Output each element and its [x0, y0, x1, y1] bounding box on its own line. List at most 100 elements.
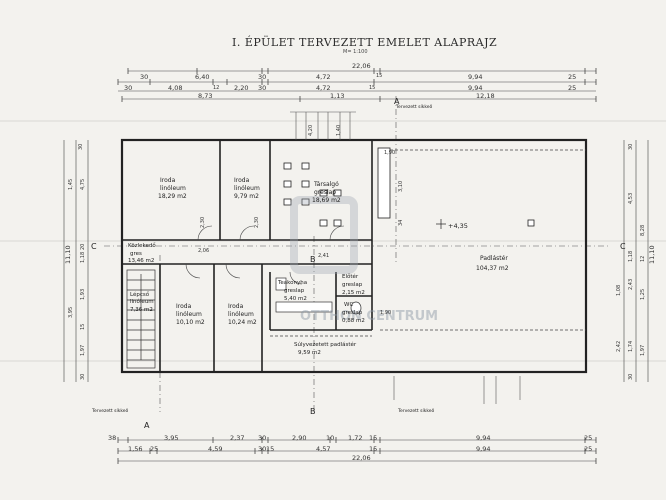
paper-fold	[0, 360, 666, 362]
room-iroda3: Iroda linóleum 10,10 m2	[176, 303, 205, 326]
inner-dim: 3,10	[398, 181, 404, 192]
skylight-markers	[283, 147, 535, 227]
bottom-dim: 30	[258, 445, 266, 453]
svg-text:linóleum: linóleum	[130, 298, 154, 305]
svg-text:10,24 m2: 10,24 m2	[228, 319, 257, 326]
svg-text:linóleum: linóleum	[234, 185, 260, 192]
top-dim: 30	[124, 84, 132, 92]
top-dim: 12,18	[476, 92, 495, 100]
left-dim: 1,45	[68, 179, 74, 190]
svg-text:18,29 m2: 18,29 m2	[158, 193, 187, 200]
interior-walls	[122, 140, 373, 372]
bottom-dim: 9,94	[476, 434, 490, 442]
svg-text:WC: WC	[344, 302, 353, 308]
dashed-attic-edge	[270, 149, 586, 337]
svg-text:Iroda: Iroda	[176, 303, 192, 310]
svg-text:Lépcső: Lépcső	[130, 291, 150, 298]
svg-text:greslap: greslap	[342, 310, 363, 316]
right-dim: 1,97	[640, 345, 646, 356]
svg-text:5,40 m2: 5,40 m2	[284, 296, 307, 302]
right-dim: 1,74	[628, 341, 634, 352]
inner-dim: 1,40	[336, 125, 342, 136]
bottom-dim: 15	[369, 445, 377, 453]
fixtures	[275, 277, 362, 315]
left-dim: 30	[80, 374, 86, 380]
bottom-dim: 2,37	[230, 434, 244, 442]
bottom-dim: 38	[108, 434, 116, 442]
watermark-text: OTTHON CENTRUM	[300, 309, 438, 324]
left-dim: 1,18	[80, 252, 86, 263]
watermark-logo: OTTHON CENTRUM	[290, 196, 438, 324]
exterior-walls	[120, 138, 588, 374]
inner-dim: 2,30	[200, 217, 206, 228]
bottom-total-dim: 22,06	[352, 454, 371, 462]
bottom-dim: 25	[150, 445, 158, 453]
right-dim: 2,43	[628, 279, 634, 290]
door-swings	[185, 225, 345, 285]
svg-text:Közlekedő: Közlekedő	[128, 243, 156, 249]
right-dim: 30	[628, 374, 634, 380]
bottom-dim: 25	[584, 445, 592, 453]
bottom-dim: 10	[326, 434, 334, 442]
left-dim: 20	[80, 244, 86, 250]
inner-dimension-texts: 3,10 34 2,06 1,90 1,90 2,41 2,30 2,30 1,…	[198, 125, 404, 316]
top-total-dim: 22,06	[352, 62, 371, 70]
svg-text:10,10 m2: 10,10 m2	[176, 319, 205, 326]
right-dim: 1,25	[640, 289, 646, 300]
svg-text:greslap: greslap	[342, 282, 363, 288]
room-kozlekedo: Közlekedő gres 13,46 m2	[128, 243, 156, 264]
elevation-marker	[436, 219, 446, 229]
svg-text:linóleum: linóleum	[228, 311, 254, 318]
inner-dim: 34	[398, 220, 404, 226]
right-dimension-texts: 11,10 30 4,53 1,18 8,28 12 1,08 2,43 1,2…	[616, 144, 656, 380]
svg-text:104,37 m2: 104,37 m2	[476, 265, 509, 272]
elevation-label: +4,35	[448, 222, 468, 230]
bottom-dimension-texts: 38 3,95 2,37 30 2,90 10 1,72 15 9,94 25 …	[108, 434, 592, 462]
top-dim: 8,73	[198, 92, 212, 100]
svg-text:Társalgó: Társalgó	[313, 181, 339, 188]
left-dim: 30	[78, 144, 84, 150]
bottom-dim: 30	[258, 434, 266, 442]
right-dim: 2,42	[616, 341, 622, 352]
inner-dim: 2,41	[318, 253, 329, 259]
svg-text:Iroda: Iroda	[160, 177, 176, 184]
staircase	[126, 269, 156, 369]
top-dim: 6,40	[195, 73, 209, 81]
section-mark-b: B	[310, 407, 316, 416]
svg-text:greslap: greslap	[284, 288, 305, 294]
top-dim: 15	[369, 85, 375, 91]
bottom-dim: 25	[584, 434, 592, 442]
svg-text:7,36 m2: 7,36 m2	[130, 307, 153, 313]
svg-text:linóleum: linóleum	[160, 185, 186, 192]
top-dim: 25	[568, 84, 576, 92]
inner-dim: 2,06	[198, 248, 209, 254]
top-dim: 4,08	[168, 84, 182, 92]
svg-text:Iroda: Iroda	[228, 303, 244, 310]
bottom-dimension-lines	[117, 437, 597, 464]
room-iroda1: Iroda linóleum 18,29 m2	[158, 177, 187, 200]
section-mark-c: C	[620, 242, 626, 251]
stair-note: Tervezett síkkeő	[395, 103, 433, 110]
room-sulyvezetett: Súlyvezetett padlástér 9,59 m2	[294, 341, 357, 356]
svg-text:2,15 m2: 2,15 m2	[342, 290, 365, 296]
left-dim: 4,75	[80, 179, 86, 190]
left-dim: 1,93	[80, 289, 86, 300]
top-dim: 4,72	[316, 73, 330, 81]
bottom-dim: 4,57	[316, 445, 330, 453]
top-dim: 4,72	[316, 84, 330, 92]
bottom-dim: 1,56	[128, 445, 142, 453]
bottom-dim: 9,94	[476, 445, 490, 453]
inner-dim: 1,90	[384, 150, 395, 156]
svg-text:Súlyvezetett padlástér: Súlyvezetett padlástér	[294, 341, 357, 348]
inner-dim: 1,90	[380, 310, 391, 316]
stair-note: Tervezett síkkeő	[91, 407, 129, 414]
right-dim: 4,53	[628, 193, 634, 204]
room-tarsalgo: Társalgó greslap 18,69 m2	[312, 181, 341, 204]
bottom-dim: 3,95	[164, 434, 178, 442]
left-dim: 3,95	[68, 307, 74, 318]
drawing-title: I. ÉPÜLET TERVEZETT EMELET ALAPRAJZ	[232, 36, 498, 49]
top-dim: 12	[213, 85, 219, 91]
top-dim: 25	[568, 73, 576, 81]
svg-text:9,59 m2: 9,59 m2	[298, 350, 321, 356]
